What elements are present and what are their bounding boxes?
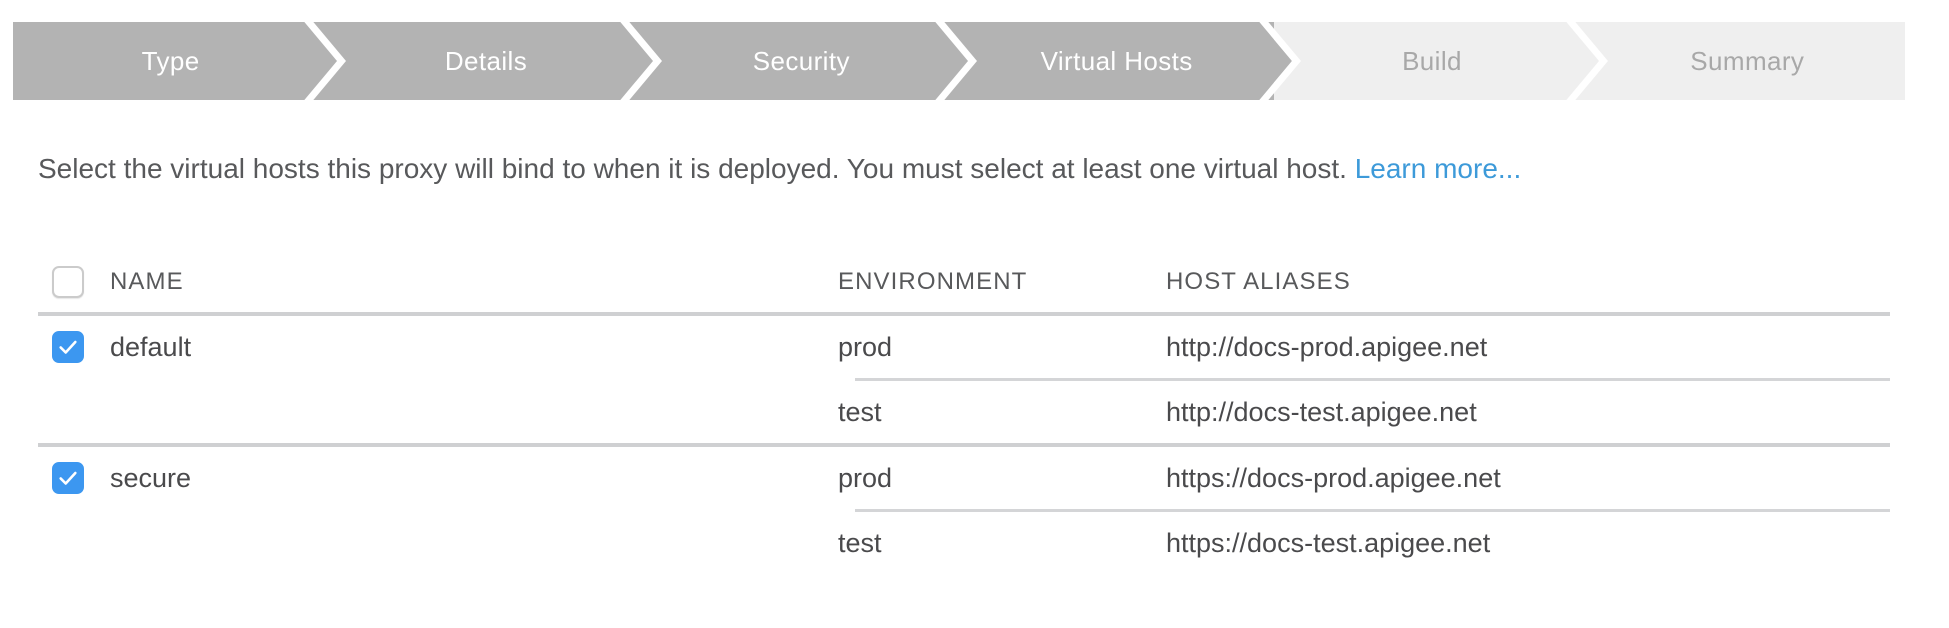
learn-more-link[interactable]: Learn more... (1354, 153, 1522, 184)
row-host-alias: http://docs-prod.apigee.net (1166, 331, 1488, 362)
column-header-host-aliases: HOST ALIASES (1166, 268, 1351, 295)
row-checkbox[interactable] (52, 331, 84, 363)
table-header-row: NAME ENVIRONMENT HOST ALIASES (38, 252, 1890, 312)
row-host-alias: https://docs-prod.apigee.net (1166, 462, 1501, 493)
row-environment: prod (838, 462, 893, 493)
row-environment: test (838, 527, 882, 558)
table-row-group-default: default prod http://docs-prod.apigee.net… (38, 316, 1890, 443)
wizard-step-label: Type (141, 45, 200, 76)
wizard-step-summary[interactable]: Summary (1589, 22, 1905, 100)
wizard-step-virtual-hosts[interactable]: Virtual Hosts (958, 22, 1302, 100)
wizard-step-label: Security (752, 45, 850, 76)
row-select-cell (38, 331, 110, 363)
row-host-alias: https://docs-test.apigee.net (1166, 527, 1491, 558)
wizard-step-label: Details (444, 45, 528, 76)
wizard-step-label: Summary (1690, 45, 1805, 76)
select-all-checkbox[interactable] (52, 266, 84, 298)
column-header-environment: ENVIRONMENT (838, 268, 1028, 295)
header-divider (38, 312, 1890, 316)
wizard-step-details[interactable]: Details (328, 22, 662, 100)
row-name: secure (110, 462, 192, 493)
table-row[interactable]: test https://docs-test.apigee.net (38, 512, 1890, 574)
row-select-cell (38, 462, 110, 494)
wizard-step-security[interactable]: Security (643, 22, 977, 100)
table-row[interactable]: test http://docs-test.apigee.net (38, 381, 1890, 443)
row-host-alias: http://docs-test.apigee.net (1166, 396, 1477, 427)
group-divider (38, 443, 1890, 447)
wizard-step-bar: Type Details Security Virtual Hosts (13, 22, 1905, 100)
column-header-name: NAME (110, 268, 184, 295)
row-checkbox[interactable] (52, 462, 84, 494)
table-row[interactable]: default prod http://docs-prod.apigee.net (38, 316, 1890, 378)
row-environment: test (838, 396, 882, 427)
select-all-cell (38, 266, 110, 298)
table-row-group-secure: secure prod https://docs-prod.apigee.net… (38, 447, 1890, 574)
row-name: default (110, 331, 192, 362)
wizard-step-build[interactable]: Build (1274, 22, 1608, 100)
virtual-hosts-table: NAME ENVIRONMENT HOST ALIASES default pr… (38, 252, 1890, 574)
description-text: Select the virtual hosts this proxy will… (38, 153, 1347, 184)
subrow-divider (855, 509, 1890, 512)
row-environment: prod (838, 331, 893, 362)
table-row[interactable]: secure prod https://docs-prod.apigee.net (38, 447, 1890, 509)
subrow-divider (855, 378, 1890, 381)
wizard-step-label: Build (1402, 45, 1462, 76)
wizard-step-type[interactable]: Type (13, 22, 347, 100)
wizard-step-label: Virtual Hosts (1040, 45, 1193, 76)
page-description: Select the virtual hosts this proxy will… (38, 153, 1908, 185)
